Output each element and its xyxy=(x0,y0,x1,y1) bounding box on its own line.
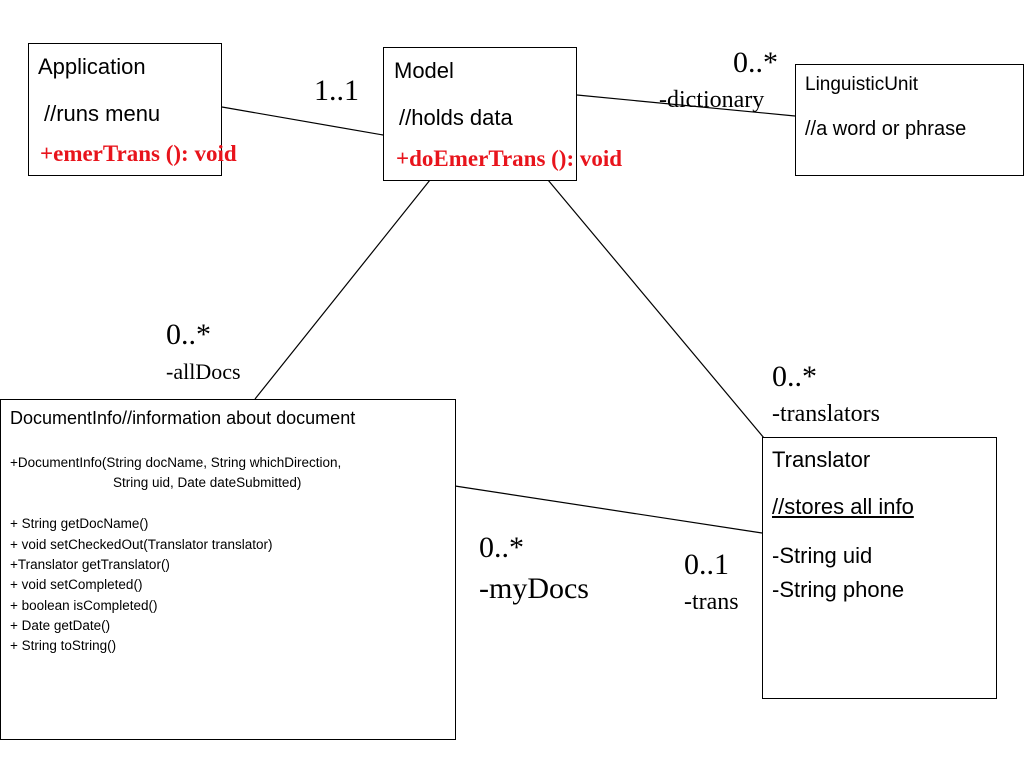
model-class-comment: //holds data xyxy=(399,105,513,130)
translators-role: -translators xyxy=(772,401,880,427)
documentinfo-method-gettranslator: +Translator getTranslator() xyxy=(10,557,170,572)
linguisticunit-class-name: LinguisticUnit xyxy=(805,74,918,95)
model-method-doemertrans: +doEmerTrans (): void xyxy=(396,146,623,171)
app-model-multiplicity: 1..1 xyxy=(314,74,359,107)
application-class-comment: //runs menu xyxy=(44,101,161,126)
trans-multiplicity: 0..1 xyxy=(684,548,729,581)
application-class-box xyxy=(28,43,222,176)
documentinfo-class-box xyxy=(0,399,456,740)
translator-field-phone: -String phone xyxy=(772,577,905,602)
documentinfo-method-getdocname: + String getDocName() xyxy=(10,516,149,531)
trans-role: -trans xyxy=(684,589,739,615)
application-model-association xyxy=(221,106,384,136)
translator-class-box xyxy=(762,437,997,699)
documentinfo-method-tostring: + String toString() xyxy=(10,638,117,653)
translator-field-uid: -String uid xyxy=(772,543,873,568)
documentinfo-class-header: DocumentInfo//information about document xyxy=(10,408,356,428)
documentinfo-constructor-line1: +DocumentInfo(String docName, String whi… xyxy=(10,455,342,470)
linguisticunit-class-comment: //a word or phrase xyxy=(805,118,967,140)
documentinfo-constructor-line2: String uid, Date dateSubmitted) xyxy=(113,475,302,490)
application-class-name: Application xyxy=(38,54,146,79)
model-translator-association xyxy=(547,179,765,439)
alldocs-role: -allDocs xyxy=(166,359,241,384)
documentinfo-method-setcompleted: + void setCompleted() xyxy=(10,577,143,592)
dictionary-multiplicity: 0..* xyxy=(733,46,778,79)
documentinfo-method-getdate: + Date getDate() xyxy=(10,618,111,633)
documentinfo-translator-association xyxy=(454,485,763,534)
dictionary-role: -dictionary xyxy=(659,87,765,113)
model-documentinfo-association xyxy=(254,179,431,400)
model-class-name: Model xyxy=(394,58,454,83)
translators-multiplicity: 0..* xyxy=(772,360,817,393)
documentinfo-method-iscompleted: + boolean isCompleted() xyxy=(10,598,158,613)
mydocs-multiplicity: 0..* xyxy=(479,531,524,564)
model-linguisticunit-association xyxy=(576,94,796,117)
application-method-emertrans: +emerTrans (): void xyxy=(40,141,237,166)
alldocs-multiplicity: 0..* xyxy=(166,318,211,351)
documentinfo-method-setcheckedout: + void setCheckedOut(Translator translat… xyxy=(10,537,273,552)
model-class-box xyxy=(383,47,577,181)
translator-class-comment: //stores all info xyxy=(772,494,914,519)
mydocs-role: -myDocs xyxy=(479,572,589,605)
translator-class-name: Translator xyxy=(772,447,871,472)
linguisticunit-class-box xyxy=(795,64,1024,176)
